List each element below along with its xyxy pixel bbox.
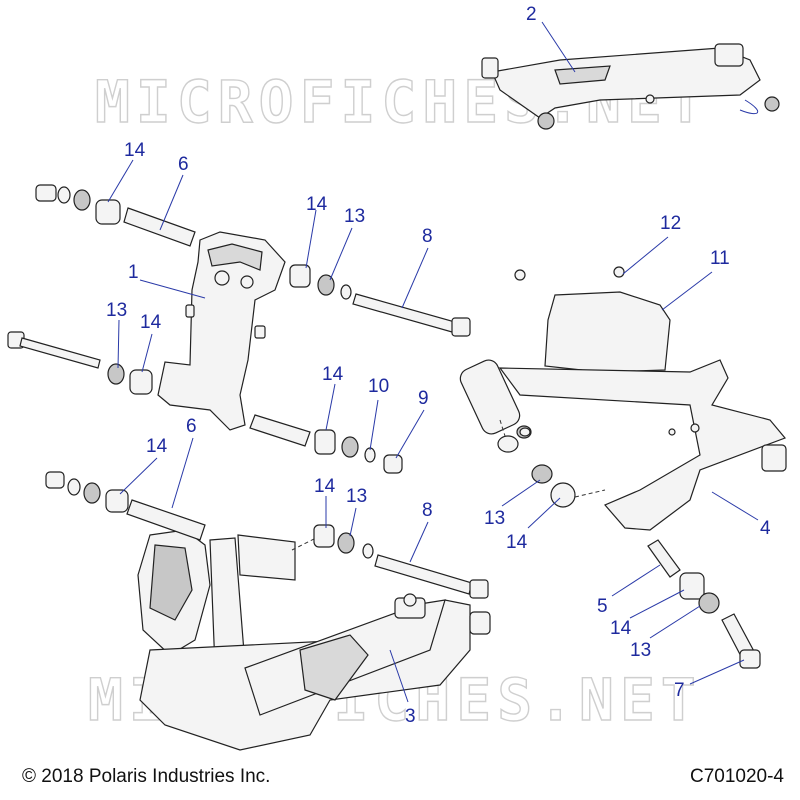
callout-14: 14 (506, 532, 528, 553)
callout-5: 5 (597, 596, 608, 617)
part-upper-arm (481, 43, 780, 130)
callout-12: 12 (660, 213, 681, 234)
part-skid-plate (514, 266, 671, 373)
callout-8: 8 (422, 226, 433, 247)
callout-8: 8 (422, 500, 433, 521)
part-frame-bracket-upper (157, 231, 286, 431)
callout-13: 13 (106, 300, 127, 321)
callout-14: 14 (140, 312, 162, 333)
callout-labels: 2 14 6 14 13 8 1 12 11 13 14 14 10 9 14 … (106, 4, 771, 727)
hardware-row-lower-right (313, 524, 489, 599)
part-lower-frame (137, 529, 491, 751)
callout-11: 11 (710, 248, 730, 269)
callout-13: 13 (344, 206, 365, 227)
callout-14: 14 (306, 194, 328, 215)
callout-13: 13 (484, 508, 505, 529)
callout-14: 14 (124, 140, 146, 161)
hardware-row-upper-left (35, 184, 196, 247)
callout-14: 14 (322, 364, 344, 385)
callout-9: 9 (418, 388, 429, 409)
callout-13: 13 (630, 640, 651, 661)
callout-2: 2 (526, 4, 537, 25)
hardware-row-lower-left (45, 471, 206, 541)
hardware-row-right (497, 419, 606, 508)
figure-id: C701020-4 (689, 766, 784, 787)
callout-14: 14 (314, 476, 336, 497)
callout-3: 3 (405, 706, 416, 727)
hardware-row-mid-left (7, 331, 153, 395)
callout-6: 6 (186, 416, 197, 437)
callout-13: 13 (346, 486, 367, 507)
callout-10: 10 (368, 376, 389, 397)
callout-14: 14 (610, 618, 632, 639)
hardware-column-lower-right (647, 539, 761, 669)
leader-lines (107, 21, 759, 703)
part-lower-frame-right (459, 359, 787, 531)
callout-7: 7 (674, 680, 685, 701)
callout-1: 1 (128, 262, 139, 283)
callout-4: 4 (760, 518, 771, 539)
copyright-text: © 2018 Polaris Industries Inc. (22, 766, 271, 787)
callout-14: 14 (146, 436, 168, 457)
hardware-row-upper-right (289, 264, 471, 337)
callout-6: 6 (178, 154, 189, 175)
hardware-row-mid-right (249, 414, 403, 474)
